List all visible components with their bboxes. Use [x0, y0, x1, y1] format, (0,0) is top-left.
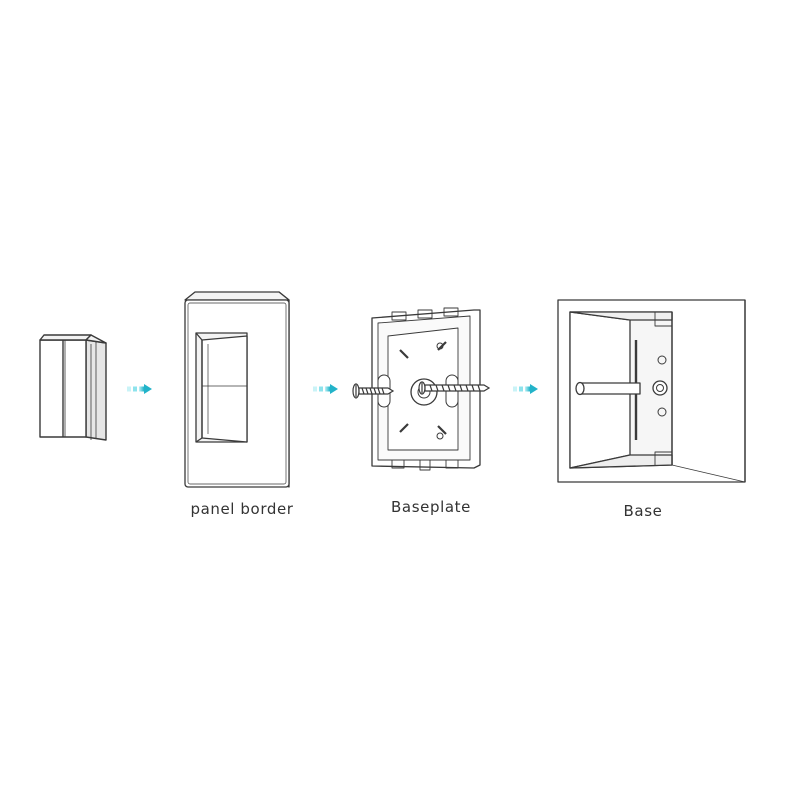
- caption-base: Base: [623, 502, 663, 520]
- base-box: [557, 299, 746, 483]
- switch-module: [39, 334, 107, 441]
- caption-panel-border: panel border: [190, 500, 294, 518]
- caption-baseplate: Baseplate: [391, 498, 471, 516]
- arrow-right-icon: [513, 384, 538, 394]
- panel-border-frame: [184, 291, 290, 488]
- arrow-right-icon: [127, 384, 152, 394]
- screw-icon: [418, 381, 491, 395]
- arrow-right-icon: [313, 384, 338, 394]
- screw-icon: [352, 383, 395, 399]
